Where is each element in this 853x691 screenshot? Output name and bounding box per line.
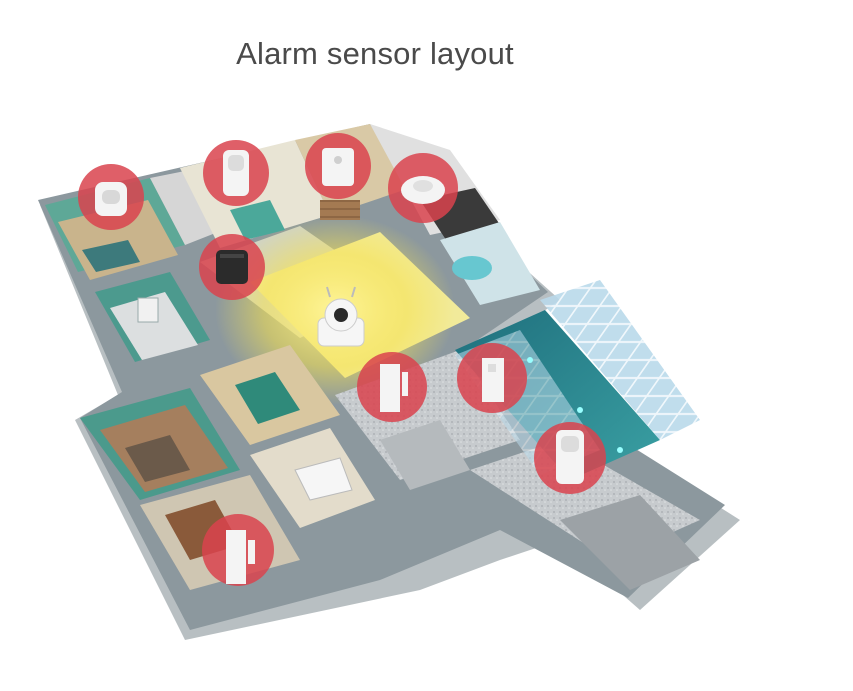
door-sensor-icon bbox=[202, 514, 274, 586]
ip-camera-icon bbox=[317, 286, 365, 347]
door-sensor-icon bbox=[457, 343, 527, 413]
remote-control-icon bbox=[199, 234, 265, 300]
smoke-detector-icon bbox=[388, 153, 458, 223]
pir-motion-sensor-icon bbox=[534, 422, 606, 494]
pir-motion-sensor-icon bbox=[203, 140, 269, 206]
sensor-badges bbox=[78, 133, 606, 586]
pir-motion-sensor-icon bbox=[78, 164, 144, 230]
room-billiard bbox=[200, 345, 340, 445]
gas-detector-icon bbox=[305, 133, 371, 199]
room-piano bbox=[250, 428, 375, 528]
room-bathroom-left bbox=[95, 272, 210, 362]
room-bedroom-bottom-left bbox=[80, 388, 240, 500]
diagram-title: Alarm sensor layout bbox=[236, 36, 514, 71]
door-sensor-icon bbox=[357, 352, 427, 422]
